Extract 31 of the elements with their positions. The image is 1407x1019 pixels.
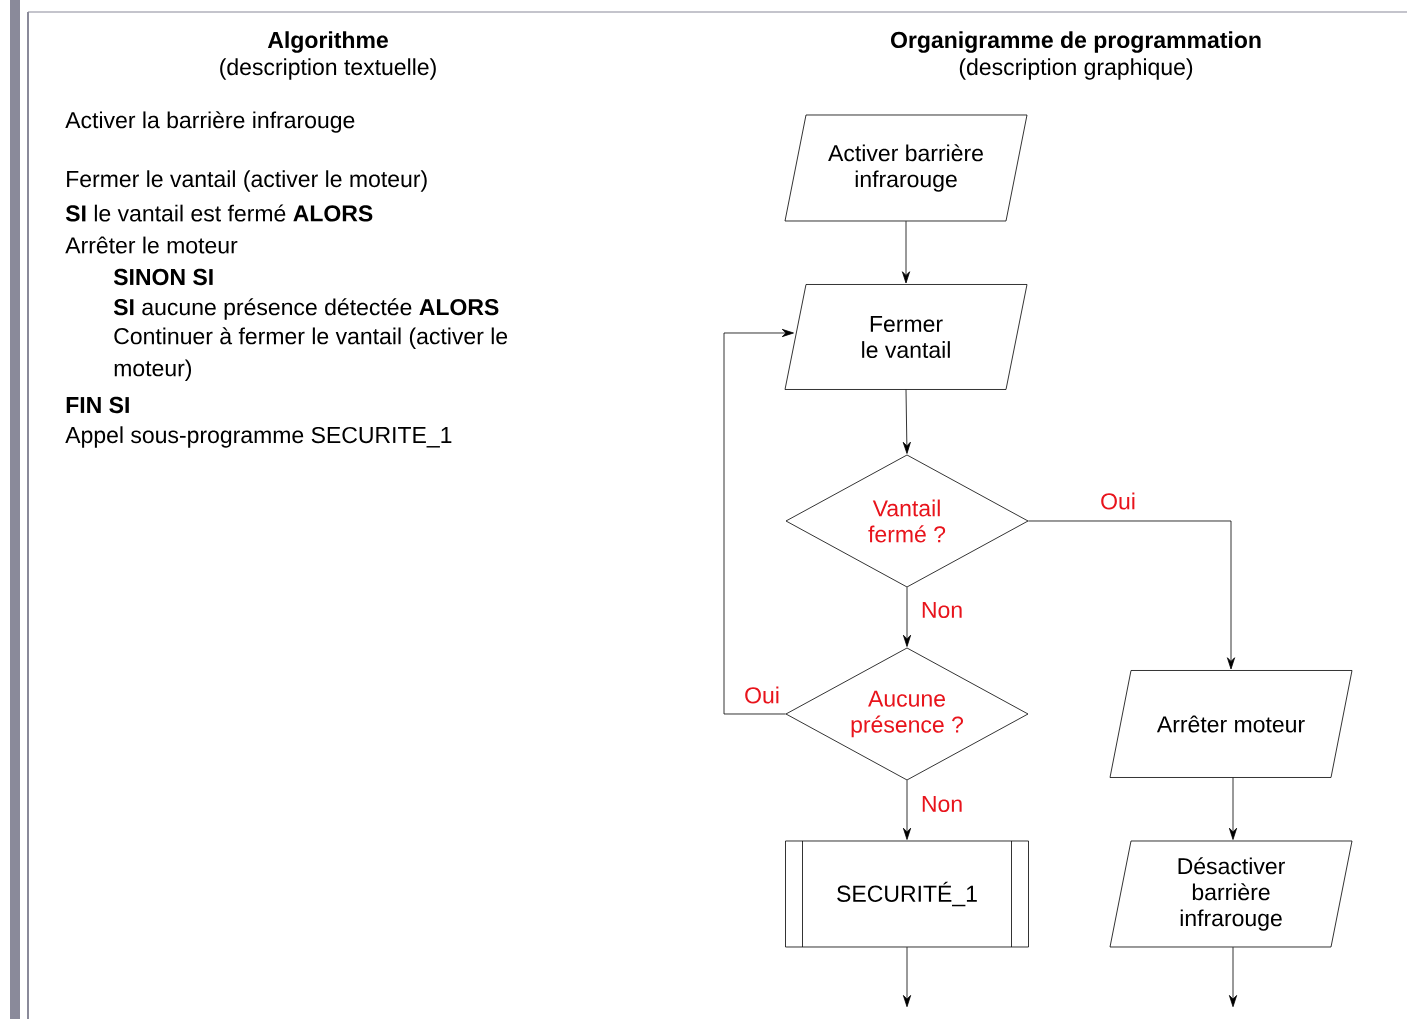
algorithm-line: SINON SI [113,268,213,286]
algorithm-line: Continuer à fermer le vantail (activer le moteur) [114,327,508,381]
heading: (description graphique) [959,58,1193,80]
algorithm-line: FIN SI [66,396,129,414]
arrow [723,328,794,715]
heading: Algorithme [267,31,388,53]
algorithm-line: SI le vantail est fermé ALORS [65,204,373,222]
process-parallelogram: Arrêter moteur [1109,670,1353,778]
process-parallelogram: Activer barrière infrarouge [784,114,1028,222]
algorithm-line: SI aucune présence détectée ALORS [113,298,499,320]
arrow [1229,946,1238,1008]
edge-label: Oui [743,685,781,705]
algorithm-line: Activer la barrière infrarouge [65,111,355,133]
heading: Organigramme de programmation [891,31,1261,53]
algorithm-line: Fermer le vantail (activer le moteur) [67,170,427,192]
edge-label: Oui [1099,491,1137,511]
heading: (description textuelle) [220,58,436,80]
arrow [903,779,912,840]
subroutine-box: SECURITÉ_1 [785,840,1029,948]
arrow [902,389,911,454]
process-parallelogram: Fermer le vantail [784,284,1028,390]
process-parallelogram: Désactiver barrière infrarouge [1109,840,1353,948]
arrow [903,946,912,1008]
arrow [902,220,911,284]
algorithm-line: Arrêter le moteur [65,236,238,254]
arrow [903,586,912,647]
edge-label: Non [919,794,965,813]
arrow [1229,777,1238,840]
algorithm-line: Appel sous-programme SECURITE_1 [65,426,452,448]
edge-label: Non [919,600,965,619]
arrow [1027,520,1236,670]
